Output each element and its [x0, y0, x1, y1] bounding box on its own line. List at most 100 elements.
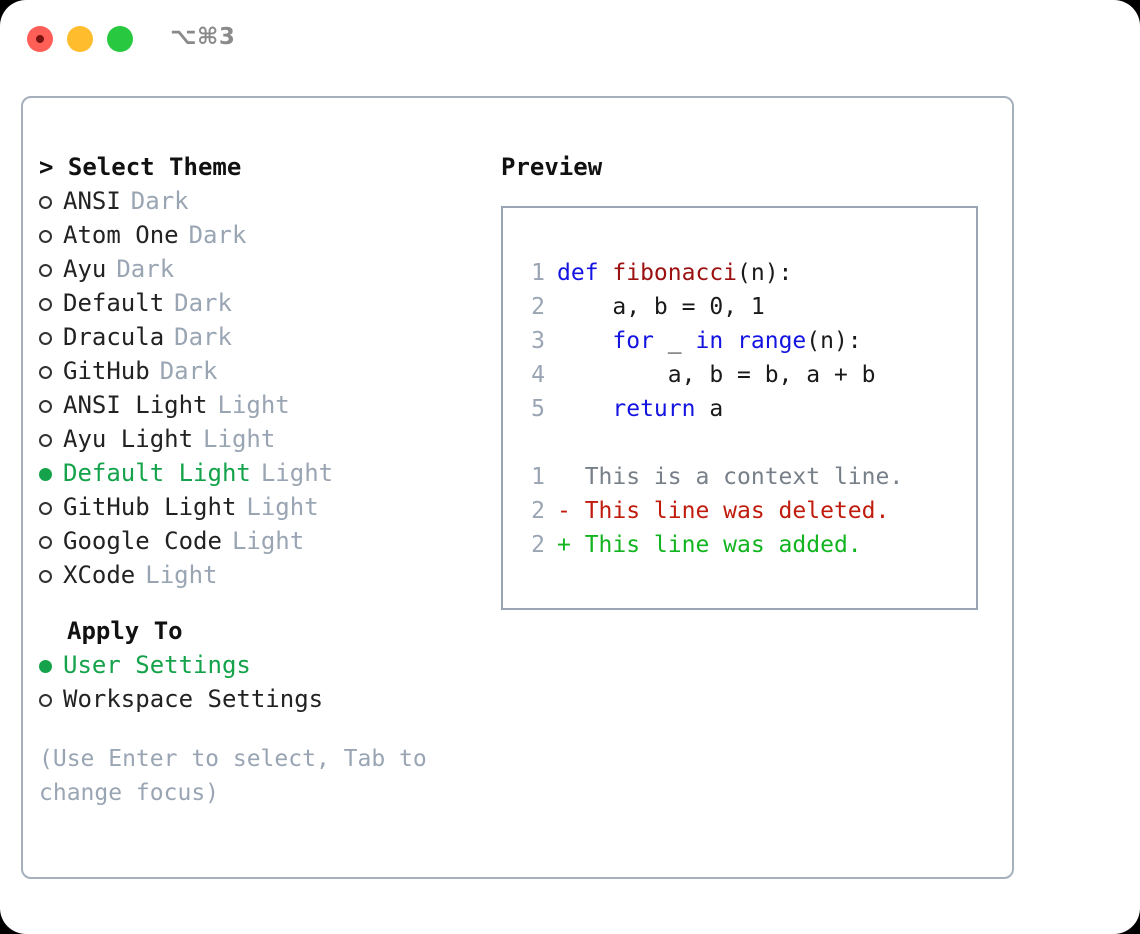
- code-token: _: [653, 328, 696, 354]
- code-token: for: [612, 328, 654, 354]
- theme-option-default-light[interactable]: Default Light Light: [39, 456, 499, 490]
- radio-unselected-icon: [39, 569, 52, 583]
- theme-option-label: GitHub Light: [63, 493, 237, 521]
- diff-line: 2- This line was deleted.: [515, 494, 968, 528]
- theme-option-xcode[interactable]: XCode Light: [39, 558, 499, 592]
- radio-unselected-icon: [39, 399, 52, 413]
- theme-option-category: Dark: [174, 289, 232, 317]
- code-line-text: def fibonacci(n):: [557, 256, 792, 290]
- theme-option-category: Light: [217, 391, 290, 419]
- line-number: 4: [531, 362, 545, 388]
- diff-line: 1 This is a context line.: [515, 460, 968, 494]
- theme-option-dracula[interactable]: Dracula Dark: [39, 320, 499, 354]
- code-line: 4 a, b = b, a + b: [515, 358, 968, 392]
- close-icon: [36, 35, 44, 43]
- theme-option-category: Light: [145, 561, 218, 589]
- maximize-window-button[interactable]: [107, 26, 133, 52]
- line-number: 2: [531, 498, 545, 524]
- code-token: a: [695, 396, 724, 422]
- radio-selected-icon: [39, 659, 52, 673]
- theme-option-label: Atom One: [63, 221, 179, 249]
- code-line: 3 for _ in range(n):: [515, 324, 968, 358]
- close-window-button[interactable]: [27, 26, 53, 52]
- line-number: 2: [531, 294, 545, 320]
- code-line: 5 return a: [515, 392, 968, 426]
- code-token: (n):: [806, 328, 862, 354]
- theme-option-label: ANSI Light: [63, 391, 208, 419]
- code-token: a, b = 0, 1: [557, 294, 765, 320]
- theme-option-category: Dark: [116, 255, 175, 283]
- theme-option-category: Light: [203, 425, 276, 453]
- theme-option-category: Dark: [174, 323, 232, 351]
- theme-option-google-code[interactable]: Google Code Light: [39, 524, 499, 558]
- theme-option-category: Light: [231, 527, 305, 555]
- radio-unselected-icon: [39, 263, 52, 277]
- code-line-text: a, b = b, a + b: [557, 358, 876, 392]
- keyboard-shortcut-label: ⌥⌘3: [170, 24, 236, 50]
- apply-to-option-label: User Settings: [63, 651, 251, 679]
- theme-option-label: Dracula: [63, 323, 165, 351]
- minimize-window-button[interactable]: [67, 26, 93, 52]
- code-line-text: for _ in range(n):: [557, 324, 862, 358]
- apply-to-option-user-settings[interactable]: User Settings: [39, 648, 499, 682]
- theme-option-label: Default: [63, 289, 165, 317]
- radio-unselected-icon: [39, 331, 52, 345]
- radio-unselected-icon: [39, 693, 52, 707]
- radio-unselected-icon: [39, 229, 52, 243]
- line-number: 5: [531, 396, 545, 422]
- theme-option-label: XCode: [63, 561, 136, 589]
- theme-option-ayu[interactable]: Ayu Dark: [39, 252, 499, 286]
- theme-option-label: Default Light: [63, 459, 251, 487]
- theme-option-category: Light: [260, 459, 334, 487]
- radio-unselected-icon: [39, 365, 52, 379]
- radio-unselected-icon: [39, 297, 52, 311]
- code-token: fibonacci: [612, 260, 738, 286]
- code-line: 2 a, b = 0, 1: [515, 290, 968, 324]
- theme-option-default[interactable]: Default Dark: [39, 286, 499, 320]
- theme-option-label: ANSI: [63, 187, 121, 215]
- preview-title: Preview: [501, 153, 603, 181]
- diff-sample-lines: 1 This is a context line.2- This line wa…: [515, 460, 968, 562]
- theme-option-label: Google Code: [63, 527, 222, 555]
- theme-option-category: Dark: [130, 187, 189, 215]
- radio-unselected-icon: [39, 501, 52, 515]
- theme-option-ansi[interactable]: ANSI Dark: [39, 184, 499, 218]
- diff-line-text: + This line was added.: [557, 532, 862, 558]
- code-token: [557, 396, 612, 422]
- theme-option-label: Ayu: [63, 255, 107, 283]
- code-token: a, b = b, a + b: [557, 362, 876, 388]
- code-token: return: [612, 396, 696, 422]
- diff-line: 2 + This line was added.: [515, 528, 968, 562]
- theme-option-github[interactable]: GitHub Dark: [39, 354, 499, 388]
- radio-selected-icon: [39, 467, 52, 481]
- line-number: 2: [531, 532, 545, 558]
- list-spacer: [39, 592, 499, 614]
- theme-option-ansi-light[interactable]: ANSI Light Light: [39, 388, 499, 422]
- theme-option-category: Dark: [188, 221, 247, 249]
- apply-to-option-label: Workspace Settings: [63, 685, 324, 713]
- code-token: [557, 328, 612, 354]
- theme-option-label: Ayu Light: [63, 425, 194, 453]
- radio-unselected-icon: [39, 433, 52, 447]
- theme-option-category: Dark: [159, 357, 218, 385]
- title-bar: ⌥⌘3: [0, 0, 1140, 78]
- theme-option-ayu-light[interactable]: Ayu Light Light: [39, 422, 499, 456]
- code-line-text: a, b = 0, 1: [557, 290, 765, 324]
- apply-to-option-workspace-settings[interactable]: Workspace Settings: [39, 682, 499, 716]
- line-number: 3: [531, 328, 545, 354]
- code-token: def: [557, 260, 613, 286]
- code-token: (n):: [737, 260, 793, 286]
- theme-option-label: GitHub: [63, 357, 150, 385]
- code-gap: [515, 426, 968, 460]
- theme-option-atom-one[interactable]: Atom One Dark: [39, 218, 499, 252]
- diff-line-text: This is a context line.: [557, 464, 904, 490]
